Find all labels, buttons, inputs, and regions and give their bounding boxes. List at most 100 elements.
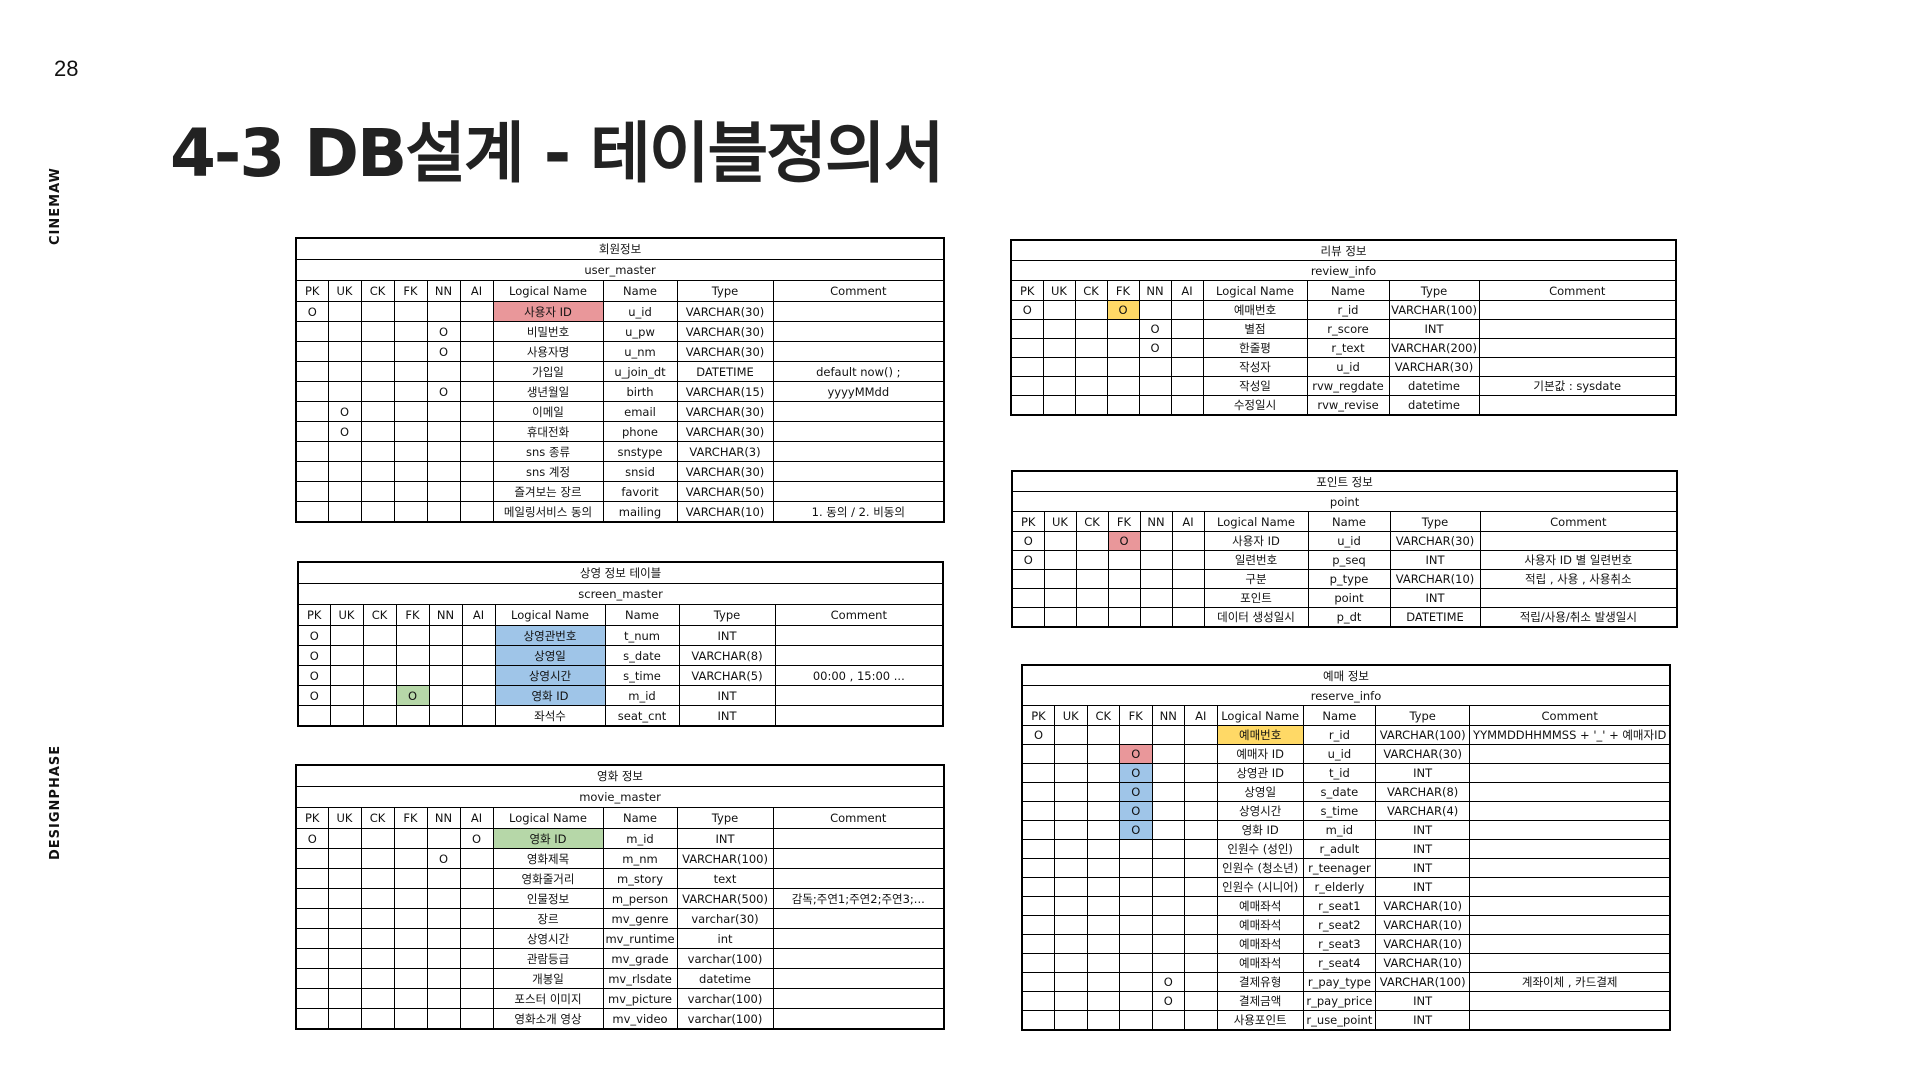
cell-type: VARCHAR(30): [676, 321, 774, 342]
cell-comment: 사용자 ID 별 일련번호: [1479, 550, 1678, 570]
cell-type: VARCHAR(15): [676, 381, 774, 402]
cell-ai: [459, 868, 494, 889]
cell-nn: O: [1151, 972, 1185, 992]
cell-logical: 인원수 (청소년): [1216, 858, 1304, 878]
cell-comment: [772, 461, 945, 482]
cell-type: VARCHAR(10): [1374, 934, 1471, 954]
column-header: Type: [1374, 705, 1471, 726]
cell-uk: [1042, 395, 1076, 416]
cell-type: VARCHAR(30): [1388, 357, 1480, 377]
cell-logical: 구분: [1203, 569, 1309, 589]
cell-pk: O: [297, 645, 331, 666]
cell-nn: [426, 461, 461, 482]
table-name-row: user_master: [295, 259, 945, 281]
column-header: NN: [428, 604, 463, 626]
cell-uk: [327, 988, 362, 1009]
cell-pk: O: [1021, 725, 1055, 745]
column-header: AI: [461, 604, 496, 626]
column-header: Type: [676, 807, 774, 829]
column-header: NN: [426, 807, 461, 829]
cell-fk: [1107, 569, 1141, 589]
cell-fk: [1119, 915, 1153, 935]
cell-ai: [461, 705, 496, 727]
cell-ck: [360, 341, 395, 362]
cell-uk: [1054, 820, 1088, 840]
cell-fk: [393, 1008, 428, 1030]
cell-pk: [1021, 972, 1055, 992]
cell-uk: [329, 625, 364, 646]
cell-type: VARCHAR(500): [676, 888, 774, 909]
cell-nn: [426, 361, 461, 382]
column-header: AI: [1171, 511, 1205, 532]
cell-ck: [1075, 569, 1109, 589]
cell-nn: O: [426, 381, 461, 402]
cell-type: VARCHAR(30): [676, 401, 774, 422]
cell-uk: [327, 301, 362, 322]
cell-ai: [1170, 395, 1204, 416]
cell-uk: [327, 908, 362, 929]
cell-comment: [772, 988, 945, 1009]
cell-fk: [393, 928, 428, 949]
table-name: movie_master: [295, 786, 945, 808]
cell-uk: [329, 665, 364, 686]
cell-comment: [1469, 858, 1671, 878]
cell-logical: 좌석수: [494, 705, 606, 727]
cell-comment: [1469, 896, 1671, 916]
cell-uk: [1054, 972, 1088, 992]
cell-pk: [295, 928, 329, 949]
cell-uk: [1054, 896, 1088, 916]
cell-name: t_id: [1302, 763, 1376, 783]
cell-logical: 예매번호: [1202, 300, 1308, 320]
cell-logical: 개봉일: [492, 968, 604, 989]
cell-fk: [1107, 607, 1141, 628]
cell-logical: 영화제목: [492, 848, 604, 869]
cell-pk: [297, 705, 331, 727]
cell-fk: [1119, 896, 1153, 916]
cell-ck: [1086, 934, 1120, 954]
cell-name: m_person: [602, 888, 678, 909]
cell-uk: [1043, 569, 1077, 589]
cell-fk: [395, 645, 430, 666]
cell-uk: [1054, 1010, 1088, 1031]
cell-logical: 관람등급: [492, 948, 604, 969]
cell-pk: O: [1011, 531, 1045, 551]
cell-uk: [1054, 725, 1088, 745]
cell-ai: [1171, 531, 1205, 551]
table-caption-row: 리뷰 정보: [1010, 239, 1677, 261]
cell-name: mv_runtime: [602, 928, 678, 949]
cell-ck: [360, 848, 395, 869]
cell-type: INT: [1374, 839, 1471, 859]
cell-type: INT: [1389, 588, 1481, 608]
cell-comment: [1478, 395, 1677, 416]
column-header: UK: [327, 280, 362, 302]
cell-nn: [1151, 915, 1185, 935]
cell-ai: [1171, 550, 1205, 570]
cell-ai: [1171, 607, 1205, 628]
cell-pk: [1011, 607, 1045, 628]
table-caption: 회원정보: [295, 237, 945, 260]
cell-comment: [772, 968, 945, 989]
cell-nn: [1151, 725, 1185, 745]
cell-ai: [459, 501, 494, 523]
column-header: Type: [1388, 280, 1480, 301]
cell-name: r_seat1: [1302, 896, 1376, 916]
cell-comment: 기본값 : sysdate: [1478, 376, 1677, 396]
cell-nn: [428, 645, 463, 666]
cell-uk: [1043, 531, 1077, 551]
cell-fk: [393, 301, 428, 322]
cell-pk: [295, 908, 329, 929]
cell-pk: [295, 461, 329, 482]
cell-comment: [1469, 991, 1671, 1011]
